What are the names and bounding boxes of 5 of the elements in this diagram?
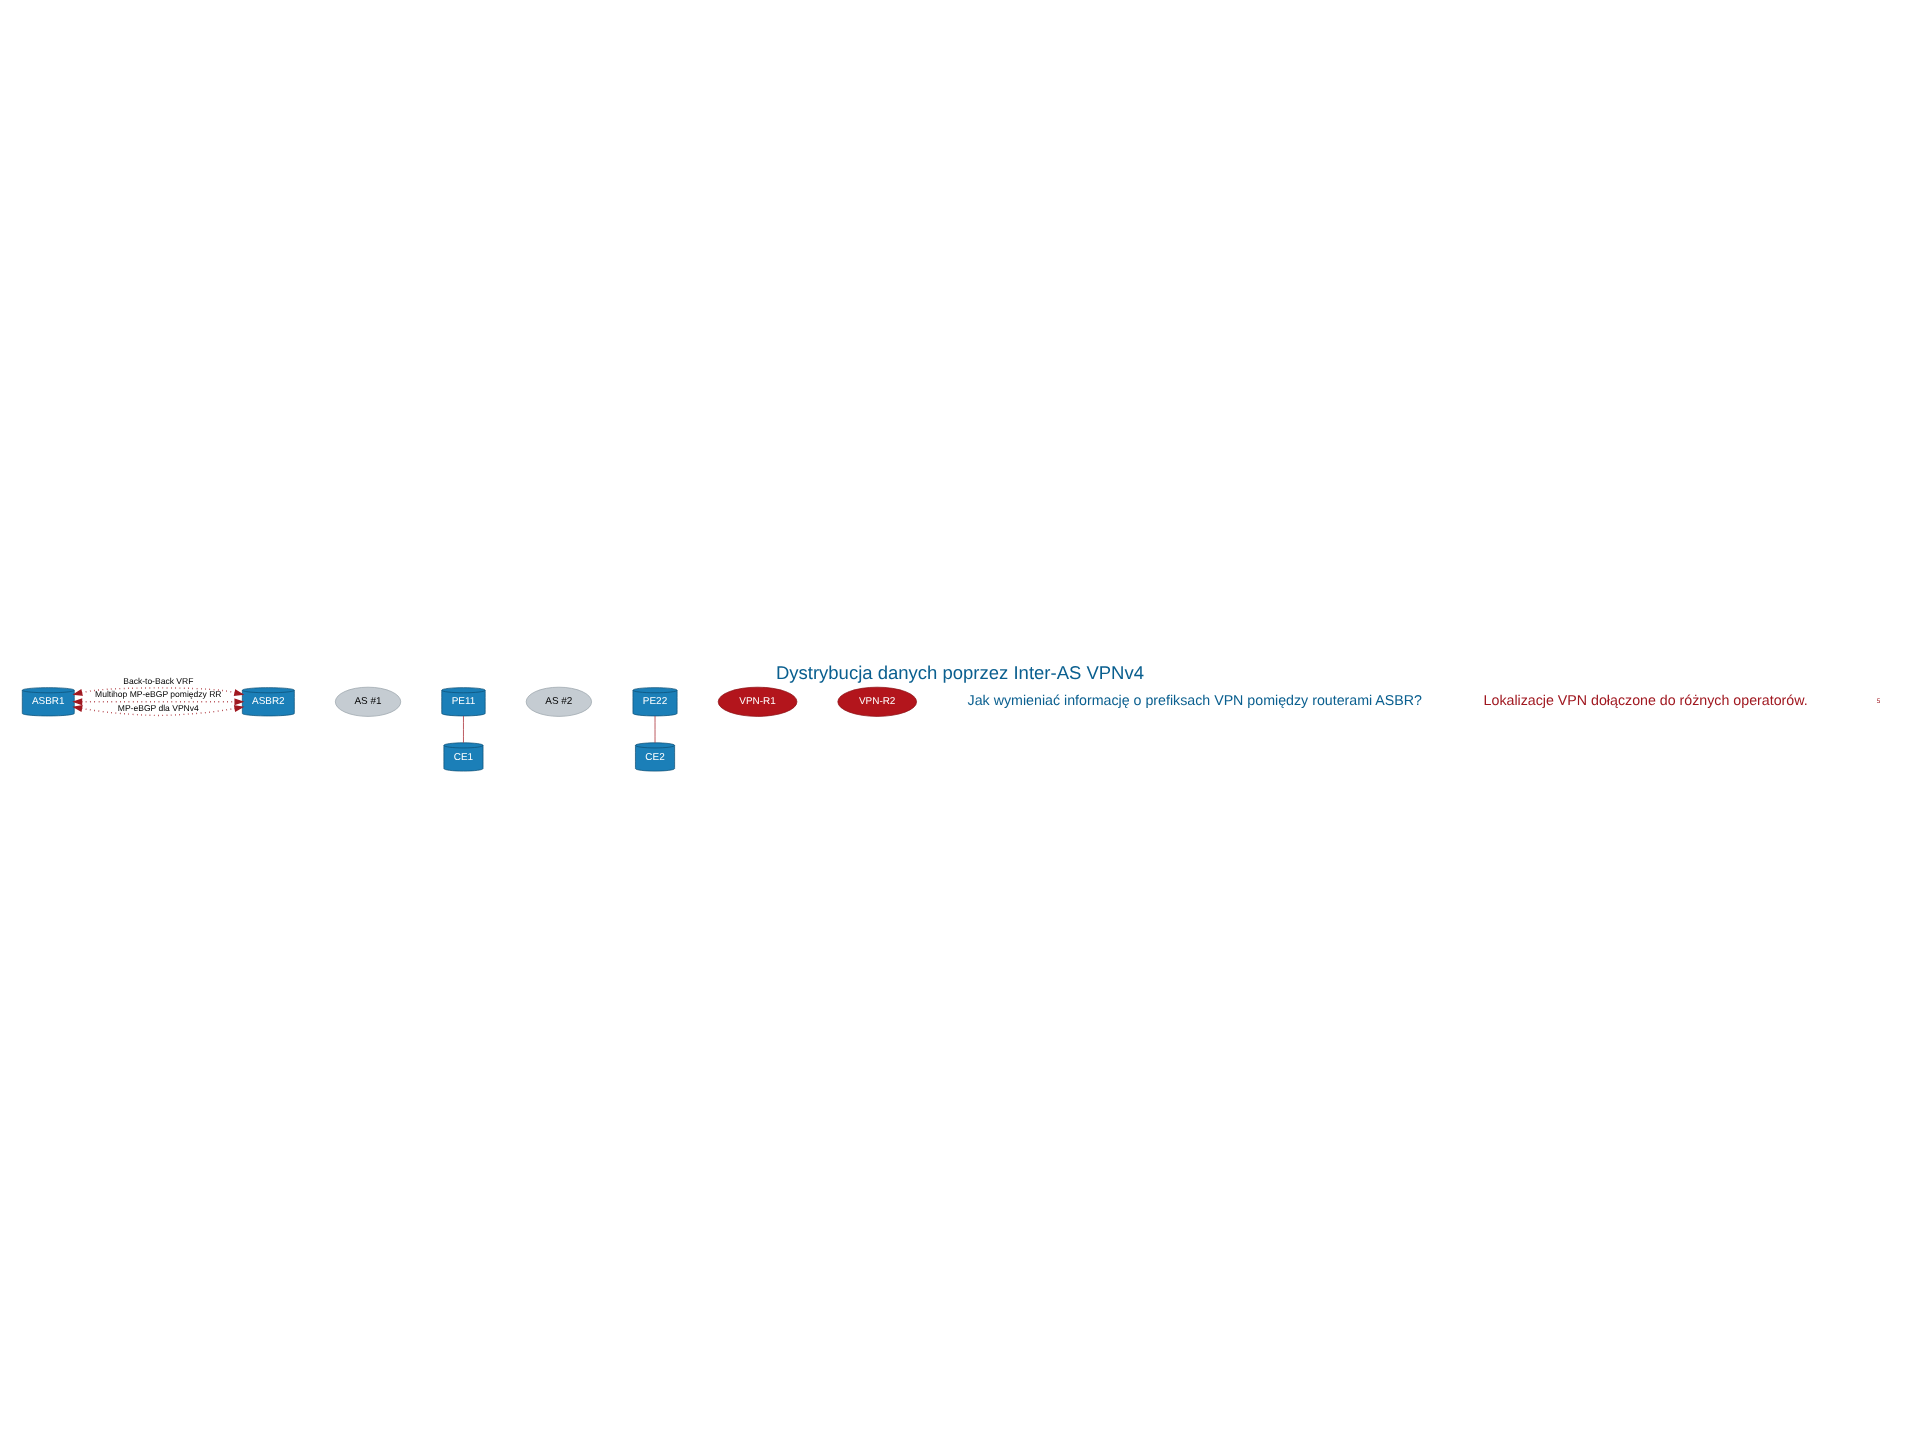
arrow: [72, 686, 245, 695]
arrow: [72, 704, 245, 716]
arrow: [72, 697, 245, 705]
connector: [463, 714, 464, 743]
diagram-title: Dystrybucja danych poprzez Inter-AS VPNv4: [775, 661, 1145, 682]
